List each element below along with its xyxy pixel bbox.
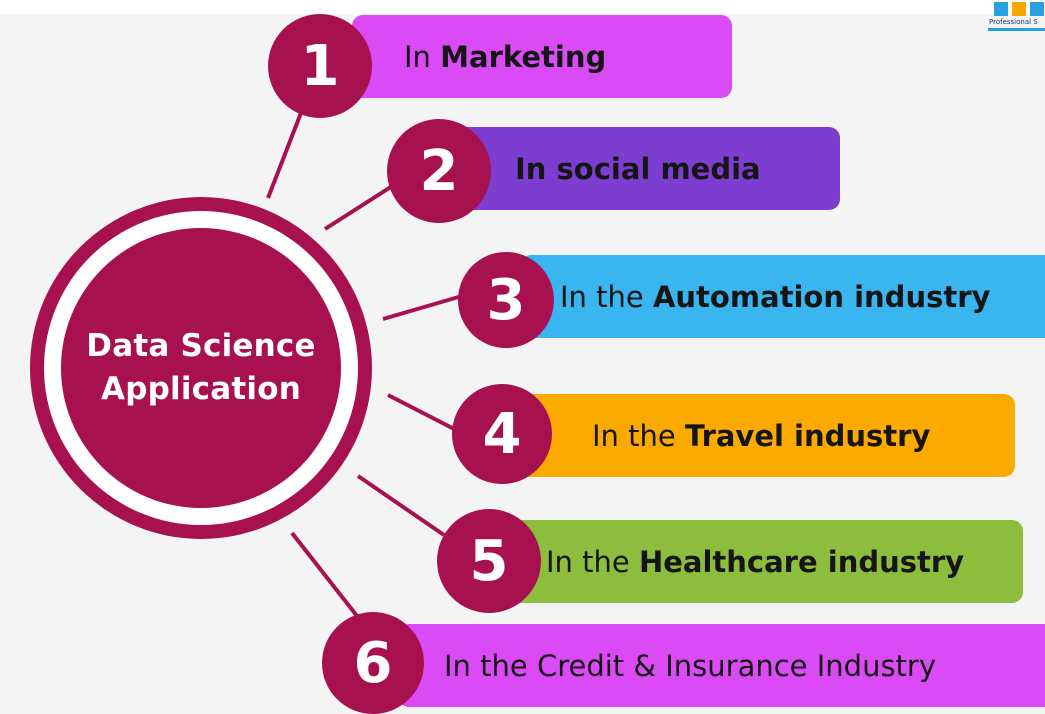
logo-underline <box>988 28 1045 31</box>
brand-logo: Professional S <box>988 2 1045 34</box>
badge-4: 4 <box>452 384 552 484</box>
pill-social-media: In social media <box>453 127 840 210</box>
connector-line-3 <box>382 294 463 321</box>
center-title: Data Science Application <box>71 325 331 411</box>
badge-3: 3 <box>458 252 554 348</box>
pill-travel-prefix: In the <box>592 418 685 453</box>
logo-mark-secondary-icon <box>1030 2 1044 16</box>
pill-healthcare-highlight: Healthcare industry <box>638 544 965 579</box>
badge-2: 2 <box>387 119 491 223</box>
pill-marketing-prefix: In <box>404 39 441 74</box>
logo-mark-accent-icon <box>1012 2 1026 16</box>
pill-social-media-label: In social media <box>515 152 761 186</box>
pill-credit-insurance: In the Credit & Insurance Industry <box>398 624 1045 707</box>
pill-marketing: In Marketing <box>352 15 732 98</box>
center-title-line-1: Data Science <box>86 328 316 365</box>
top-margin <box>0 0 1045 14</box>
pill-marketing-label: In Marketing <box>404 40 606 74</box>
pill-travel-highlight: Travel industry <box>684 418 931 453</box>
pill-healthcare-prefix: In the <box>546 544 639 579</box>
badge-6: 6 <box>322 612 424 714</box>
badge-1: 1 <box>268 14 372 118</box>
pill-credit-insurance-prefix: In the Credit & Insurance Industry <box>444 648 937 683</box>
connector-line-4 <box>387 393 461 434</box>
connector-line-5 <box>356 474 446 537</box>
pill-automation-label: In the Automation industry <box>560 280 990 314</box>
logo-mark-icon <box>994 2 1008 16</box>
pill-automation-highlight: Automation industry <box>652 279 991 314</box>
pill-healthcare-label: In the Healthcare industry <box>546 545 964 579</box>
badge-5: 5 <box>437 509 541 613</box>
pill-automation-prefix: In the <box>560 279 653 314</box>
connector-line-2 <box>323 181 399 231</box>
logo-text: Professional S <box>989 18 1038 26</box>
pill-automation: In the Automation industry <box>520 255 1045 338</box>
pill-credit-insurance-label: In the Credit & Insurance Industry <box>444 649 936 683</box>
pill-social-media-prefix: In social media <box>515 151 761 186</box>
connector-line-6 <box>290 531 359 618</box>
pill-travel-label: In the Travel industry <box>592 419 930 453</box>
center-title-line-2: Application <box>101 371 301 407</box>
center-circle: Data Science Application <box>61 228 341 508</box>
pill-marketing-highlight: Marketing <box>440 39 607 74</box>
pill-travel: In the Travel industry <box>518 394 1015 477</box>
connector-line-1 <box>266 99 308 199</box>
pill-healthcare: In the Healthcare industry <box>504 520 1023 603</box>
